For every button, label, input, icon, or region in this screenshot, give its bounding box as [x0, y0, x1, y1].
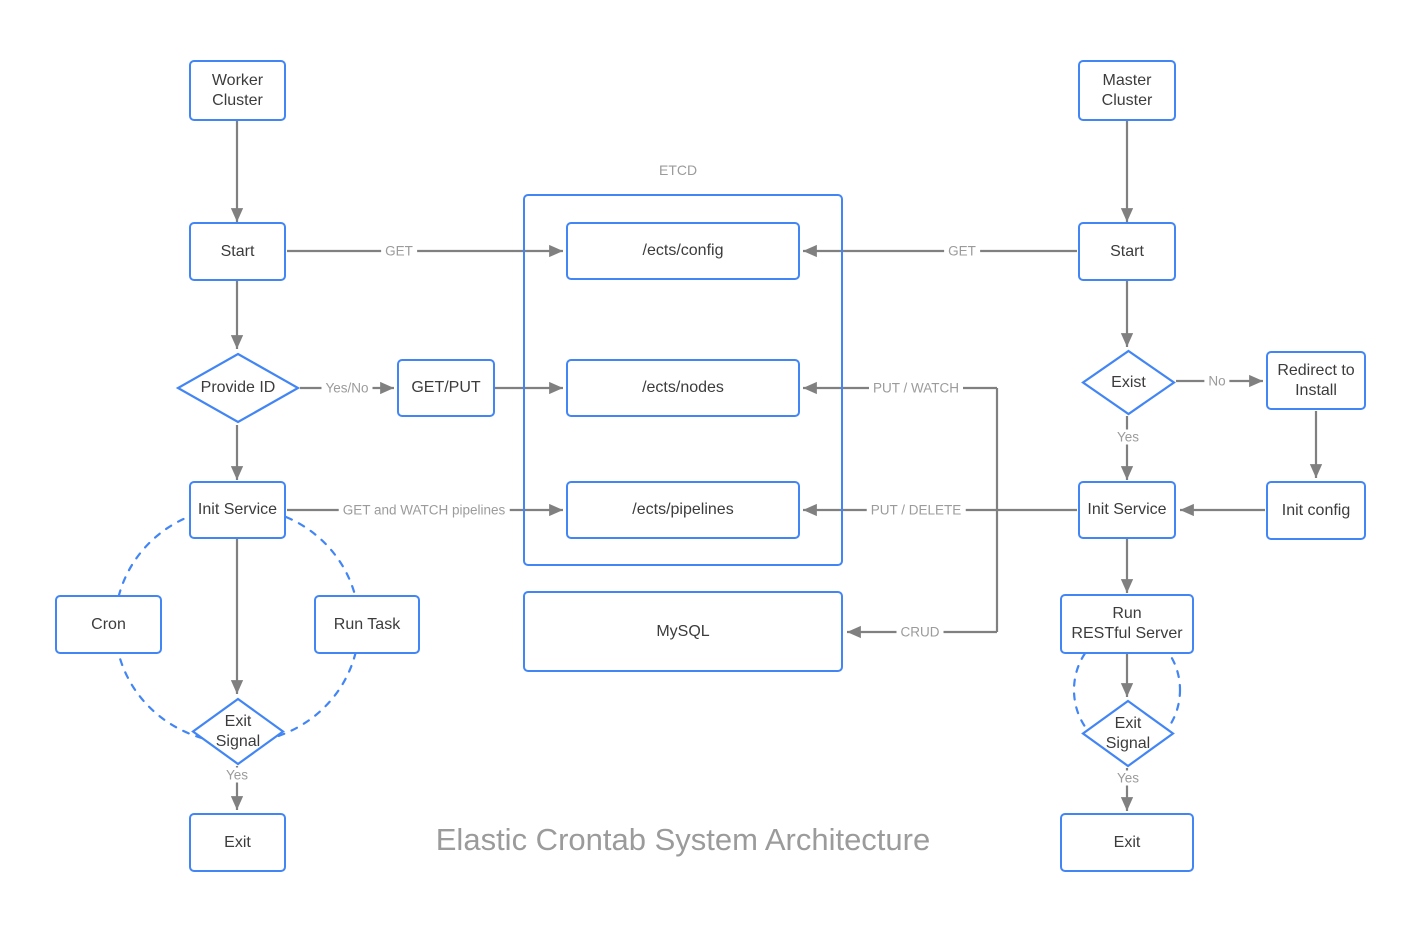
- etcd-group-label: ETCD: [659, 162, 698, 178]
- node-worker-start[interactable]: Start: [189, 222, 286, 281]
- node-worker-init-service[interactable]: Init Service: [189, 481, 286, 539]
- node-master-init-service[interactable]: Init Service: [1078, 481, 1176, 539]
- node-master-cluster-line1: Master: [1102, 71, 1152, 89]
- worker-exit-signal-line2: Signal: [215, 732, 261, 750]
- edge-label-worker-exit-yes: Yes: [221, 767, 253, 783]
- worker-exit-signal-line1: Exit: [224, 713, 252, 731]
- diagram-title: Elastic Crontab System Architecture: [435, 822, 931, 857]
- edge-label-exist-no: No: [1204, 373, 1230, 389]
- node-run-restful-line2: RESTful Server: [1071, 625, 1183, 642]
- node-exist-label: Exist: [1111, 373, 1146, 391]
- node-master-exit[interactable]: Exit: [1060, 813, 1194, 872]
- node-redirect-line1: Redirect to: [1277, 361, 1355, 379]
- node-get-put[interactable]: GET/PUT: [397, 359, 495, 417]
- edge-label-put-watch: PUT / WATCH: [869, 380, 963, 396]
- node-master-cluster-line2: Cluster: [1101, 91, 1153, 109]
- edge-label-get-and-watch-pipelines: GET and WATCH pipelines: [338, 502, 510, 518]
- node-etcd-config[interactable]: /ects/config: [566, 222, 800, 280]
- edge-label-exist-yes: Yes: [1112, 429, 1144, 445]
- node-run-restful-server[interactable]: Run RESTful Server: [1060, 594, 1194, 654]
- master-exit-signal-line2: Signal: [1105, 734, 1151, 752]
- edge-label-crud: CRUD: [896, 624, 944, 640]
- node-exist[interactable]: Exist: [1081, 349, 1176, 416]
- node-master-exit-signal[interactable]: Exit Signal: [1081, 699, 1175, 768]
- node-worker-exit-signal-label: Exit Signal: [191, 697, 285, 766]
- node-cron[interactable]: Cron: [55, 595, 162, 654]
- edge-label-put-delete: PUT / DELETE: [866, 502, 966, 518]
- node-worker-exit[interactable]: Exit: [189, 813, 286, 872]
- node-worker-cluster-line2: Cluster: [212, 91, 263, 109]
- node-redirect-line2: Install: [1295, 381, 1337, 399]
- edge-label-master-get: GET: [944, 243, 980, 259]
- node-init-config[interactable]: Init config: [1266, 481, 1366, 540]
- node-provide-id[interactable]: Provide ID: [176, 352, 300, 424]
- node-mysql[interactable]: MySQL: [523, 591, 843, 672]
- node-worker-cluster-line1: Worker: [211, 71, 264, 89]
- edge-label-worker-get: GET: [381, 243, 417, 259]
- node-master-cluster[interactable]: Master Cluster: [1078, 60, 1176, 121]
- master-exit-signal-line1: Exit: [1114, 715, 1142, 733]
- etcd-group: [523, 194, 843, 566]
- node-master-start[interactable]: Start: [1078, 222, 1176, 281]
- node-run-restful-line1: Run: [1112, 605, 1142, 623]
- node-master-exit-signal-label: Exit Signal: [1081, 699, 1175, 768]
- node-run-task[interactable]: Run Task: [314, 595, 420, 654]
- node-worker-cluster[interactable]: Worker Cluster: [189, 60, 286, 121]
- node-etcd-nodes[interactable]: /ects/nodes: [566, 359, 800, 417]
- node-provide-id-label: Provide ID: [200, 379, 276, 397]
- node-etcd-pipelines[interactable]: /ects/pipelines: [566, 481, 800, 539]
- edge-label-master-exit-yes: Yes: [1112, 770, 1144, 786]
- node-redirect-to-install[interactable]: Redirect to Install: [1266, 351, 1366, 410]
- node-worker-exit-signal[interactable]: Exit Signal: [191, 697, 285, 766]
- edge-label-yes-no: Yes/No: [321, 380, 373, 396]
